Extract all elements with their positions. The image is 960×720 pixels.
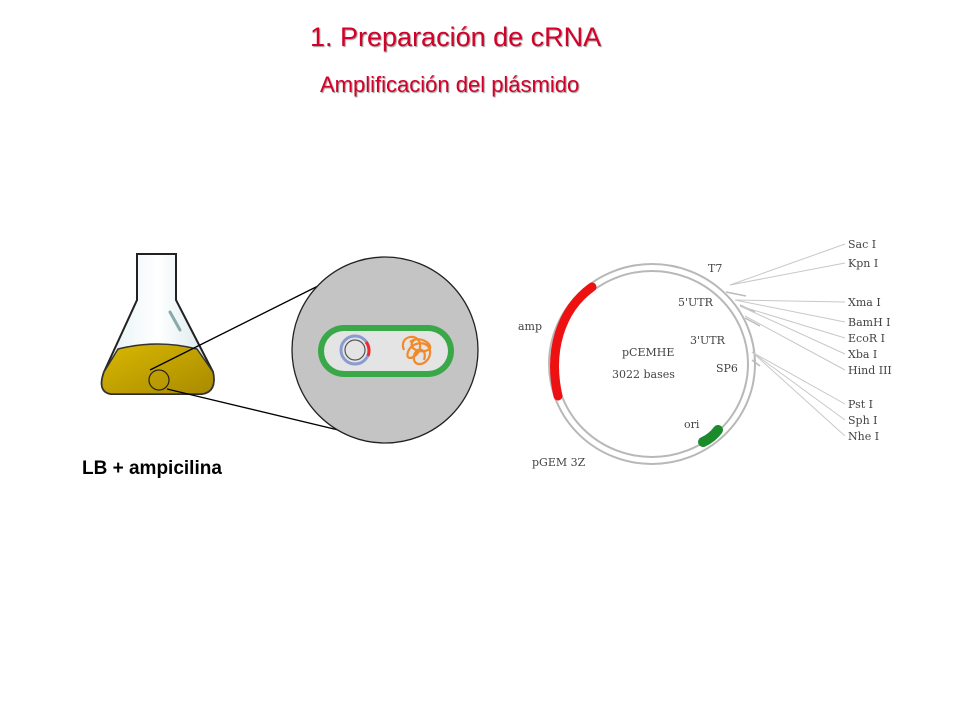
slide-subtitle: Amplificación del plásmido <box>320 72 580 97</box>
plasmid-map: amp pCEMHE 3022 bases ori pGEM 3Z T7 5'U… <box>518 238 892 469</box>
backbone-label: pGEM 3Z <box>532 456 586 469</box>
plasmid-name: pCEMHE <box>622 346 674 359</box>
site-sph-i: Sph I <box>848 414 878 427</box>
restriction-site-callouts <box>729 243 846 437</box>
flask-broth <box>100 343 215 395</box>
site-bamh-i: BamH I <box>848 316 891 329</box>
site-hind-iii: Hind III <box>848 364 892 377</box>
plasmid-in-cell <box>339 334 371 366</box>
site-sac-i: Sac I <box>848 238 876 251</box>
plasmid-size: 3022 bases <box>612 368 675 381</box>
utr5-label: 5'UTR <box>678 296 714 309</box>
bacterial-chromosome <box>401 335 432 366</box>
site-xba-i: Xba I <box>848 348 877 361</box>
ori-marker <box>698 425 723 447</box>
t7-label: T7 <box>708 262 722 275</box>
site-pst-i: Pst I <box>848 398 873 411</box>
ori-label: ori <box>684 418 700 431</box>
erlenmeyer-flask <box>100 253 215 395</box>
flask-glare <box>168 310 182 332</box>
bacterium-cytoplasm <box>324 331 448 371</box>
magnified-bacterium-view <box>291 256 479 444</box>
site-kpn-i: Kpn I <box>848 257 878 270</box>
slide-title: 1. Preparación de cRNA <box>310 22 602 52</box>
site-ecor-i: EcoR I <box>848 332 885 345</box>
utr3-label: 3'UTR <box>690 334 726 347</box>
growth-medium-label: LB + ampicilina <box>82 458 222 479</box>
amp-resistance-marker <box>550 282 597 401</box>
plasmid-outer-ring <box>548 263 756 465</box>
site-xma-i: Xma I <box>848 296 881 309</box>
flask-zoom-spot <box>148 369 170 391</box>
sp6-label: SP6 <box>716 362 738 375</box>
amp-label: amp <box>518 320 542 333</box>
site-nhe-i: Nhe I <box>848 430 879 443</box>
